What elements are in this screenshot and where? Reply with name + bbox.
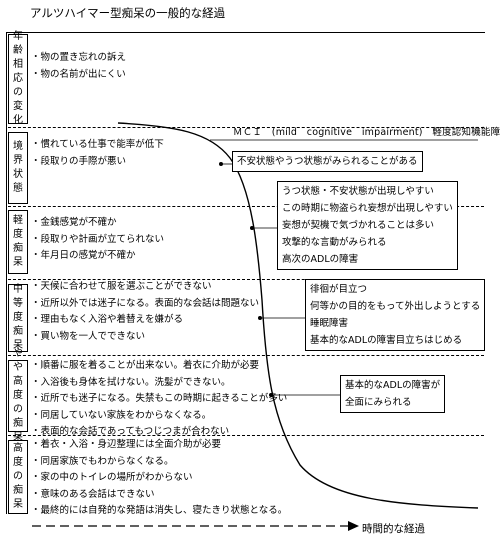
mci-label: ＭＣＩ (mild cognitive impairment) 軽度認知機能障害 — [233, 127, 500, 138]
note-box-mild: うつ状態・不安状態が出現しやすい この時期に物盗られ妄想が出現しやすい 妄想が契… — [277, 181, 458, 270]
list-item: ・買い物を一人でできない — [31, 330, 146, 342]
list-item: ・同居家族でもわからなくなる。 — [31, 455, 174, 467]
stage-items-moderate: ・天候に合わせて服を選ぶことができない ・近所以外では迷子になる。表面的な会話は… — [31, 279, 259, 345]
note-line: 徘徊が目立つ — [310, 284, 368, 295]
stage-separator — [8, 355, 484, 356]
stage-label-borderline: 境界状態 — [8, 132, 28, 204]
note-box-borderline: 不安状態やうつ状態がみられることがある — [232, 151, 423, 172]
note-line: 基本的なADLの障害が — [345, 380, 441, 391]
list-item: ・意味のある会話はできない — [31, 488, 155, 500]
note-anchor-dot — [219, 162, 223, 166]
stage-items-moderately-severe: ・順番に服を着ることが出来ない。着衣に介助が必要 ・入浴後も身体を拭けない。洗髪… — [31, 358, 287, 441]
note-anchor-dot — [269, 393, 273, 397]
stage-separator — [8, 435, 484, 436]
list-item: ・慣れている仕事で能率が低下 — [31, 139, 164, 150]
note-line: うつ状態・不安状態が出現しやすい — [282, 186, 434, 197]
list-item: ・理由もなく入浴や着替えを嫌がる — [31, 314, 184, 325]
note-line: 攻撃的な言動がみられる — [282, 237, 387, 248]
list-item: ・入浴後も身体を拭けない。洗髪ができない。 — [31, 376, 231, 388]
list-item: ・順番に服を着ることが出来ない。着衣に介助が必要 — [31, 360, 260, 371]
stage-items-severe: ・着衣・入浴・身辺整理には全面介助が必要 ・同居家族でもわからなくなる。 ・家の… — [31, 437, 287, 520]
note-line: 全面にみられる — [345, 397, 412, 408]
diagram-title: アルツハイマー型痴呆の一般的な経過 — [30, 6, 226, 20]
stage-items-age-related: ・物の置き忘れの訴え ・物の名前が出にくい — [31, 50, 126, 83]
note-line: 基本的なADLの障害目立ちはじめる — [310, 335, 463, 346]
list-item: ・着衣・入浴・身辺整理には全面介助が必要 — [31, 439, 222, 450]
stage-separator — [8, 279, 484, 280]
list-item: ・表面的な会話であってもつじつまが合わない — [31, 426, 230, 437]
note-anchor-dot — [258, 316, 262, 320]
list-item: ・金銭感覚が不確か — [31, 217, 117, 228]
stage-label-severe: 高度の痴呆 — [8, 440, 28, 514]
diagram-frame — [6, 32, 485, 514]
list-item: ・同居していない家族をわからなくなる。 — [31, 409, 212, 421]
stage-label-moderate: 中等度痴呆 — [8, 284, 28, 352]
list-item: ・天候に合わせて服を選ぶことができない — [31, 281, 212, 292]
list-item: ・物の名前が出にくい — [31, 68, 126, 80]
list-item: ・段取りや計画が立てられない — [31, 233, 165, 245]
list-item: ・年月日の感覚が不確か — [31, 250, 136, 261]
list-item: ・家の中のトイレの場所がわからない — [31, 472, 193, 483]
stage-separator — [8, 127, 484, 128]
stage-label-age-related: 年齢相応の変化 — [8, 31, 28, 126]
list-item: ・物の置き忘れの訴え — [31, 52, 127, 63]
note-box-moderate: 徘徊が目立つ 何等かの目的をもって外出しようとする 睡眠障害 基本的なADLの障… — [305, 279, 486, 351]
note-line: 睡眠障害 — [310, 318, 349, 329]
list-item: ・段取りの手際が悪い — [31, 155, 127, 167]
stage-label-mild: 軽度痴呆 — [8, 210, 28, 274]
time-axis-label: 時間的な経過 — [362, 523, 425, 535]
list-item: ・最終的には自発的な発語は消失し、寝たきり状態となる。 — [31, 505, 288, 516]
stage-items-borderline: ・慣れている仕事で能率が低下 ・段取りの手際が悪い — [31, 137, 164, 170]
note-anchor-dot — [250, 226, 254, 230]
stage-separator — [8, 206, 484, 207]
stage-label-moderately-severe: やや高度の痴呆 — [8, 348, 28, 443]
note-box-moderately-severe: 基本的なADLの障害が 全面にみられる — [340, 375, 446, 413]
stage-items-mild: ・金銭感覚が不確か ・段取りや計画が立てられない ・年月日の感覚が不確か — [31, 215, 164, 265]
note-line: この時期に物盗られ妄想が出現しやすい — [282, 203, 453, 214]
note-line: 不安状態やうつ状態がみられることがある — [237, 156, 418, 167]
time-axis-arrow — [32, 521, 359, 531]
note-line: 高次のADLの障害 — [282, 254, 359, 265]
note-line: 妄想が契機で気づかれることは多い — [282, 220, 435, 231]
cognitive-decline-curve — [117, 122, 479, 509]
note-line: 何等かの目的をもって外出しようとする — [310, 301, 481, 312]
list-item: ・近所でも迷子になる。失禁もこの時期に起きることが多い — [31, 393, 288, 404]
list-item: ・近所以外では迷子になる。表面的な会話は問題ない — [31, 297, 260, 309]
